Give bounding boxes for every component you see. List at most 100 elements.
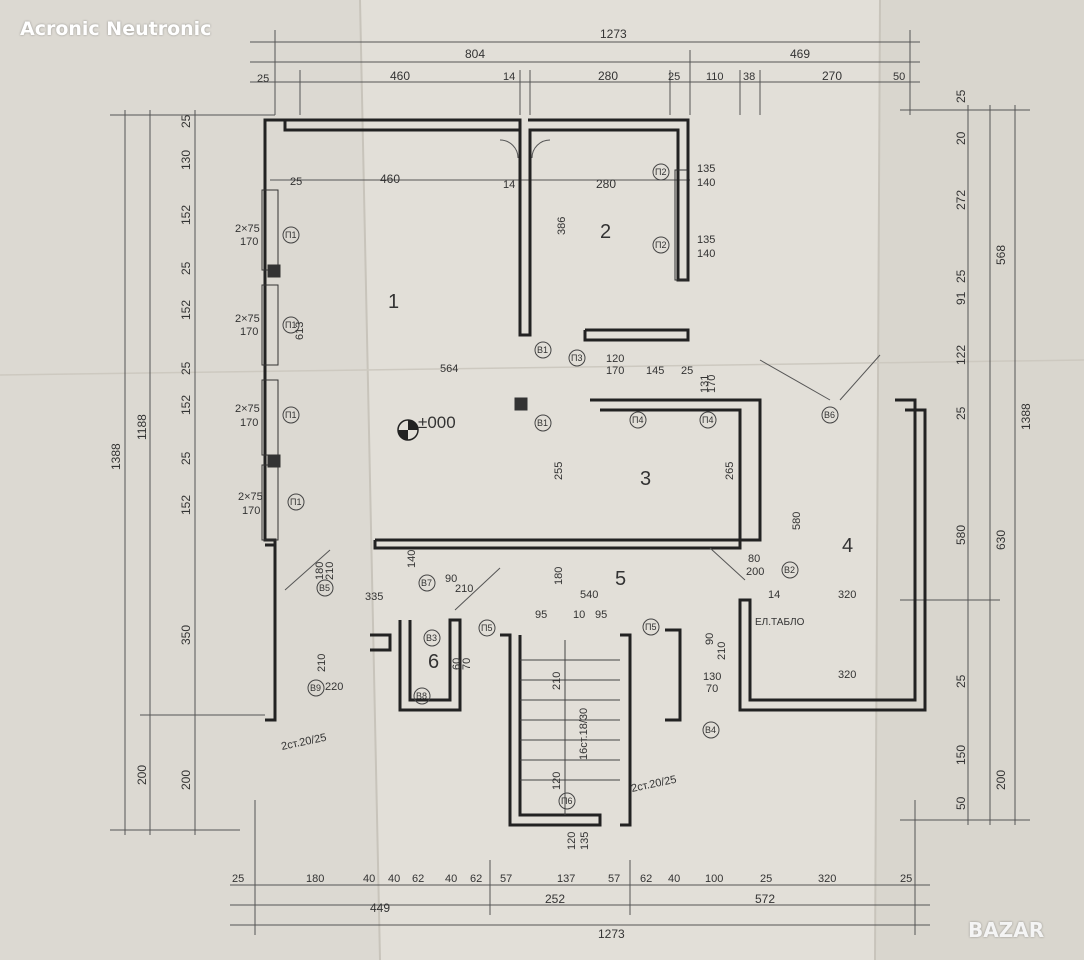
svg-text:П1: П1 [290,497,301,507]
svg-text:В3: В3 [426,633,437,643]
svg-text:152: 152 [179,300,193,320]
svg-text:580: 580 [791,512,803,530]
room-number-3: 3 [640,468,651,490]
dim-top-r3: 25 [668,71,680,83]
svg-text:П3: П3 [571,353,582,363]
room-number-2: 2 [600,221,611,243]
svg-text:П4: П4 [702,415,713,425]
svg-text:350: 350 [179,625,193,645]
electrical-panel-label: ЕЛ.ТАБЛО [755,617,805,628]
svg-text:265: 265 [724,462,736,480]
svg-text:272: 272 [954,190,968,210]
svg-text:57: 57 [608,873,620,885]
svg-text:150: 150 [954,745,968,765]
svg-text:П4: П4 [632,415,643,425]
dim-inner: 280 [596,177,616,191]
paper-fold [874,0,881,960]
svg-text:2×75: 2×75 [238,491,263,503]
svg-text:210: 210 [324,562,336,580]
svg-text:В4: В4 [705,725,716,735]
svg-text:90: 90 [704,633,716,645]
svg-text:135: 135 [579,832,591,850]
dimension-lines-top [250,30,920,181]
svg-text:В7: В7 [421,578,432,588]
svg-text:170: 170 [240,326,258,338]
svg-text:255: 255 [553,462,565,480]
svg-text:91: 91 [954,291,968,305]
svg-text:П1: П1 [285,230,296,240]
dim-top-overall: 1273 [600,27,627,41]
svg-text:25: 25 [900,873,912,885]
svg-text:145: 145 [646,365,664,377]
svg-text:П2: П2 [655,240,666,250]
svg-text:2×75: 2×75 [235,223,260,235]
svg-text:В2: В2 [784,565,795,575]
svg-text:25: 25 [681,365,693,377]
svg-text:200: 200 [746,566,764,578]
room-number-1: 1 [388,291,399,313]
svg-text:10: 10 [573,609,585,621]
corner-logo: BAZAR [968,918,1045,942]
svg-text:580: 580 [954,525,968,545]
svg-text:130: 130 [703,671,721,683]
svg-text:П2: П2 [655,167,666,177]
svg-text:335: 335 [365,591,383,603]
svg-text:180: 180 [553,567,565,585]
svg-text:70: 70 [706,683,718,695]
svg-text:120: 120 [566,832,578,850]
dim-bottom-572: 572 [755,892,775,906]
svg-text:50: 50 [954,796,968,810]
svg-text:140: 140 [406,550,418,568]
svg-text:170: 170 [242,505,260,517]
svg-text:135: 135 [697,163,715,175]
door-tags: В1 В1 В2 В3 В4 В5 В6 В7 В8 В9 [307,341,839,739]
svg-text:95: 95 [595,609,607,621]
paper-fold [359,0,381,960]
svg-text:1188: 1188 [135,414,149,440]
svg-text:25: 25 [179,114,193,128]
dim-top-r3: 460 [390,69,410,83]
svg-text:60: 60 [451,658,463,670]
svg-text:200: 200 [179,770,193,790]
dim-top-r3: 280 [598,69,618,83]
dim-bottom-449: 449 [370,901,390,915]
misc-dimension-labels: 135 140 135 140 386 25 564 120 170 145 2… [280,163,856,850]
svg-text:568: 568 [994,245,1008,265]
svg-text:1388: 1388 [109,443,123,470]
svg-text:П5: П5 [481,623,492,633]
svg-text:170: 170 [606,365,624,377]
dimension-lines-left [110,110,275,835]
dim-top-r3: 38 [743,71,755,83]
svg-text:40: 40 [363,873,375,885]
svg-text:210: 210 [551,672,563,690]
svg-text:П6: П6 [561,796,572,806]
svg-text:14: 14 [768,589,780,601]
svg-text:16ст.18/30: 16ст.18/30 [578,708,590,760]
svg-text:120: 120 [606,353,624,365]
dim-left: 1388 1188 200 25 130 152 25 152 25 152 2… [109,114,193,790]
svg-text:135: 135 [697,234,715,246]
dim-bottom-row1: 25 180 40 40 62 40 62 57 137 57 62 40 10… [232,873,912,885]
paper-left-sheet [0,0,380,960]
svg-text:613: 613 [294,322,306,340]
svg-text:2×75: 2×75 [235,313,260,325]
svg-text:62: 62 [412,873,424,885]
svg-text:П1: П1 [285,410,296,420]
svg-text:170: 170 [706,375,718,393]
svg-text:170: 170 [240,236,258,248]
svg-text:2×75: 2×75 [235,403,260,415]
svg-text:210: 210 [455,583,473,595]
svg-text:137: 137 [557,873,575,885]
svg-text:320: 320 [838,589,856,601]
svg-text:25: 25 [290,176,302,188]
svg-text:В5: В5 [319,583,330,593]
dim-right: 1388 568 630 200 25 20 272 25 91 122 25 … [954,89,1033,810]
dim-bottom-252: 252 [545,892,565,906]
svg-text:200: 200 [994,770,1008,790]
svg-text:В9: В9 [310,683,321,693]
door-swings [284,139,881,611]
dim-bottom-overall: 1273 [598,927,625,941]
room-number-5: 5 [615,568,626,590]
